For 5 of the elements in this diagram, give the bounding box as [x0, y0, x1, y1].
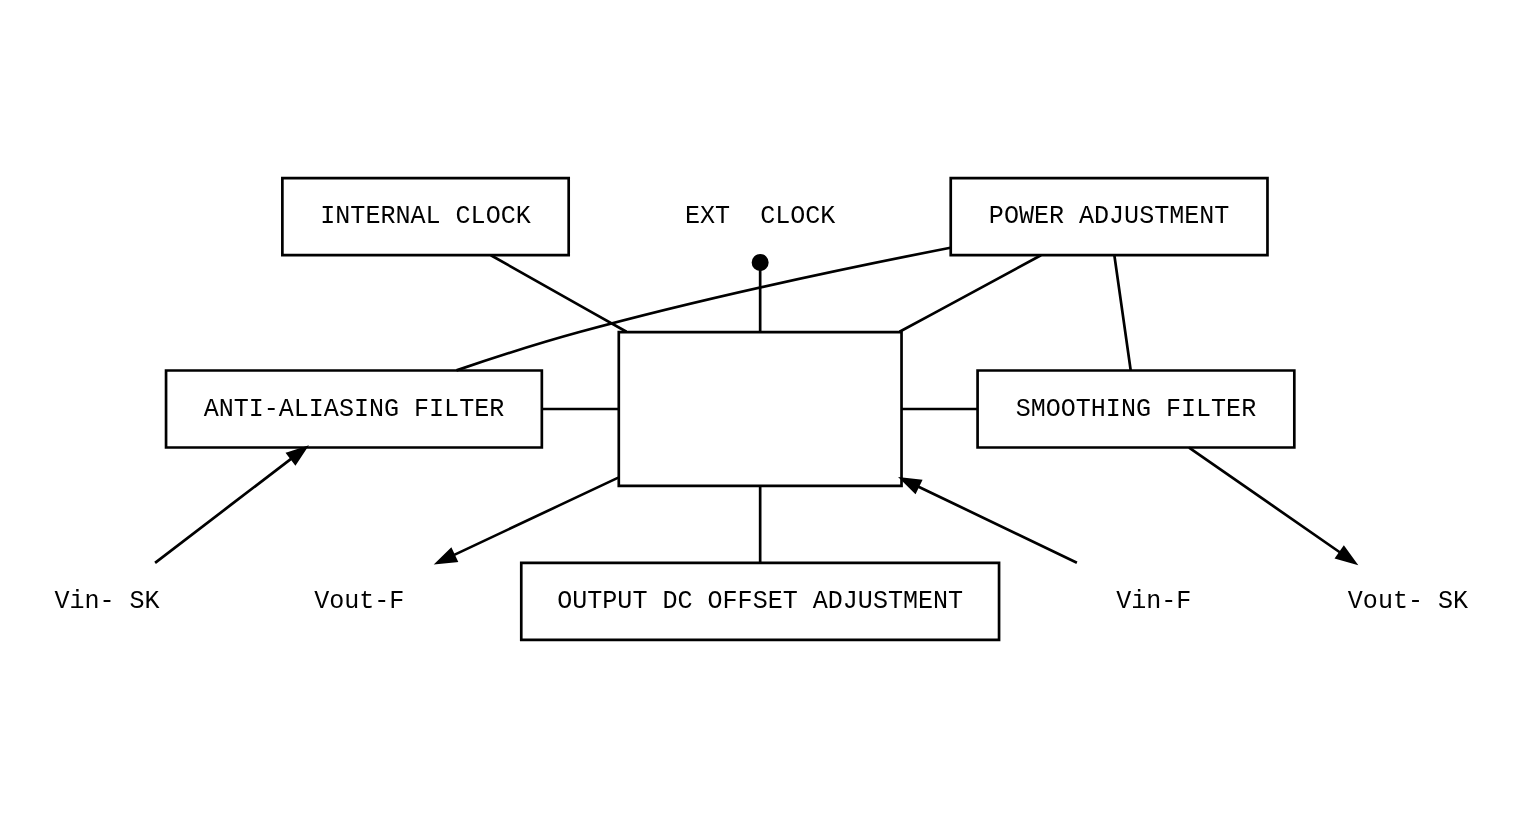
node-text: Vout- SK [1347, 586, 1469, 616]
node-text: EXT CLOCK [685, 201, 836, 231]
node-text: Vin-F [1116, 586, 1192, 616]
node-text: Vin- SK [54, 586, 160, 616]
node-text: Vout-F [314, 586, 405, 616]
